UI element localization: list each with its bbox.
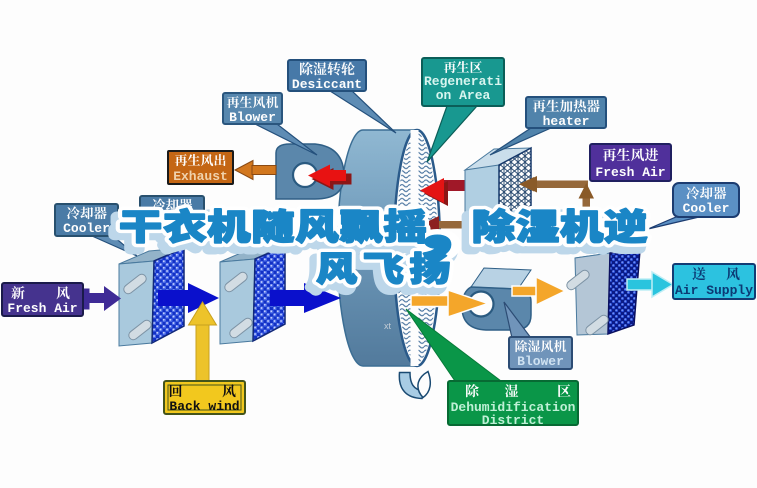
svg-text:Blower: Blower: [229, 110, 276, 125]
svg-text:Dehumidification: Dehumidification: [451, 400, 576, 415]
svg-text:on Area: on Area: [436, 88, 491, 103]
svg-text:Fresh Air: Fresh Air: [7, 301, 77, 316]
svg-text:Regenerati: Regenerati: [424, 74, 502, 89]
svg-text:Fresh Air: Fresh Air: [595, 165, 665, 180]
svg-text:Desiccant: Desiccant: [292, 77, 362, 92]
svg-text:xt: xt: [384, 321, 392, 331]
svg-text:District: District: [482, 413, 544, 428]
svg-text:Cooler: Cooler: [683, 201, 730, 216]
svg-text:Back wind: Back wind: [169, 399, 239, 414]
svg-text:Cooler: Cooler: [63, 221, 110, 236]
svg-text:Exhaust: Exhaust: [173, 169, 228, 184]
svg-text:Air Supply: Air Supply: [675, 283, 753, 298]
svg-text:Blower: Blower: [517, 354, 564, 369]
svg-text:heater: heater: [543, 114, 590, 129]
